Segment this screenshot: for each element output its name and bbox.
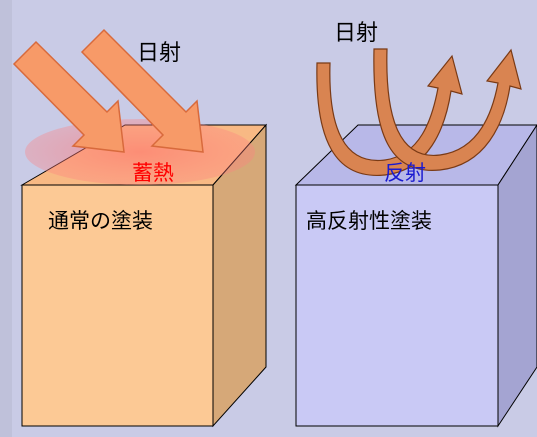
reflected-sunlight-arrows: [316, 48, 522, 176]
reflective-box-front: [295, 184, 499, 427]
reflect-label: 反射: [384, 161, 426, 185]
reflected-arrow-2: [373, 48, 522, 171]
left-margin-strip: [0, 0, 12, 437]
normal-box-label: 通常の塗装: [48, 209, 153, 233]
reflective-sunlight-label: 日射: [334, 21, 378, 46]
normal-box-front: [21, 184, 214, 427]
normal-sunlight-label: 日射: [137, 41, 181, 66]
heat-label: 蓄熱: [132, 161, 174, 185]
sunlight-arrow-2: [80, 28, 204, 153]
sunlight-arrow-1: [12, 40, 125, 153]
reflective-box-label: 高反射性塗装: [306, 209, 432, 233]
reflected-arrow-1: [316, 54, 463, 176]
incoming-sunlight-arrows: [12, 28, 204, 153]
